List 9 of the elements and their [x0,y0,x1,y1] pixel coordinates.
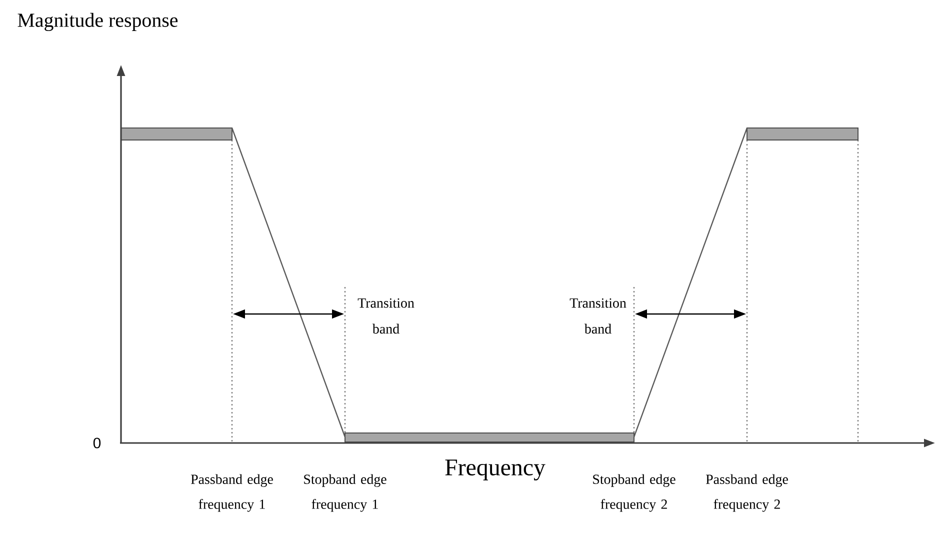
band-label: Transition band [570,298,626,334]
axis-label: Magnitude response [18,12,178,32]
tick-label: 0 [93,438,101,448]
edge-frequency-label: Stopband edge frequency 1 [304,474,386,512]
edge-frequency-label: Passband edge frequency 2 [706,474,788,512]
band-label: Transition band [358,298,414,334]
edge-frequency-label: Passband edge frequency 1 [190,474,273,512]
edge-frequency-label: Stopband edge frequency 2 [593,474,676,512]
axis-label: Frequency [445,460,546,480]
